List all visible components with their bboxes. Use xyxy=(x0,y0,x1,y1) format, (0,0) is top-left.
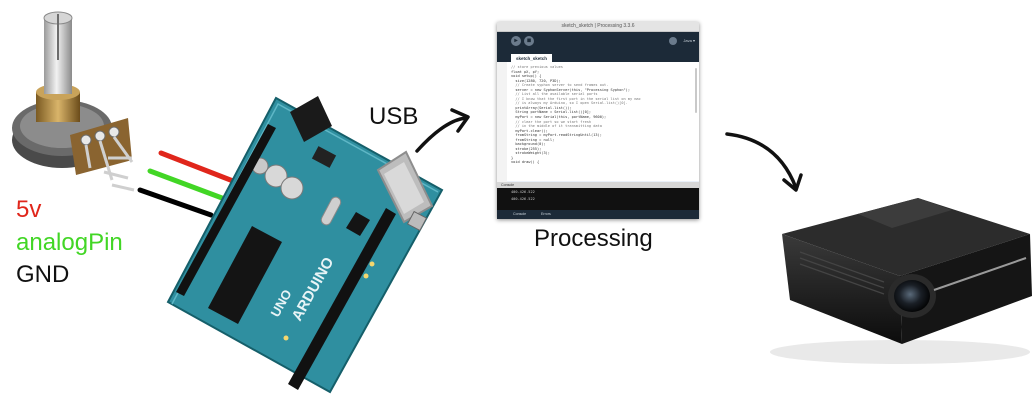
reset-button xyxy=(406,210,428,232)
arduino-board-image: ARDUINO UNO xyxy=(166,96,444,394)
code-line: void draw() { xyxy=(511,160,540,165)
board-led xyxy=(283,335,289,341)
debug-icon xyxy=(669,37,677,45)
code-line: // Create syphon server to send frames o… xyxy=(511,83,609,88)
stop-button: ■ xyxy=(524,36,534,46)
projector-top-panel xyxy=(858,198,952,228)
arrow-usb-head xyxy=(450,108,470,133)
projector-front xyxy=(782,234,902,344)
wire-black xyxy=(137,187,214,218)
code-line: String portName = Serial.list()[0]; xyxy=(511,110,592,115)
code-line: // I know that the first port in the ser… xyxy=(511,96,641,101)
arrow-projector-shaft xyxy=(725,132,798,190)
projector-shadow xyxy=(770,340,1030,364)
projector-lens xyxy=(894,280,930,312)
mode-selector: Java ▾ xyxy=(683,38,695,43)
arrow-projector-head xyxy=(782,173,803,192)
ide-window-title: sketch_sketch | Processing 3.3.6 xyxy=(561,23,635,29)
console-header: Console xyxy=(497,182,699,188)
usb-chip xyxy=(346,212,370,236)
projector-side xyxy=(900,234,1032,344)
ide-tab-bar: sketch_sketch xyxy=(497,52,699,63)
code-line: strokeWeight(3); xyxy=(511,151,550,156)
header-digital xyxy=(288,208,396,390)
ide-toolbar: ▶ ■ Java ▾ xyxy=(497,32,699,52)
crystal xyxy=(320,196,342,226)
run-button: ▶ xyxy=(511,36,521,46)
code-line: float pX, pY; xyxy=(511,69,540,74)
arrow-processing-to-projector xyxy=(725,132,803,192)
projector-trim xyxy=(933,257,1027,291)
board-led xyxy=(363,273,369,279)
wires xyxy=(137,150,236,218)
console-line: 400.426.522 xyxy=(511,190,535,194)
arrow-usb-shaft xyxy=(415,116,468,153)
ide-titlebar: sketch_sketch | Processing 3.3.6 xyxy=(497,22,699,37)
console-output: 400.426.522 400.426.522 xyxy=(497,188,699,210)
code-line: } xyxy=(511,155,514,160)
ide-bottom-bar: Console Errors xyxy=(497,210,699,219)
code-line: // clear the port so we start fresh xyxy=(511,119,592,124)
code-line: // in the middle of it transmitting data xyxy=(511,124,602,129)
atmega-chip xyxy=(208,226,282,324)
pot-pins xyxy=(80,126,135,192)
potentiometer-image xyxy=(12,11,135,192)
five-volt-label: 5v xyxy=(16,196,42,223)
editor-scrollbar xyxy=(695,68,697,113)
processing-label: Processing xyxy=(534,225,653,252)
tab-sketch: sketch_sketch xyxy=(511,54,553,63)
capacitor xyxy=(280,176,304,200)
code-line: fromString = myPort.readStringUntil(13); xyxy=(511,133,602,138)
code-line: void setup() { xyxy=(511,74,542,79)
code-line: // store previous values xyxy=(511,65,563,69)
ide-gutter xyxy=(497,62,507,202)
code-line: size(1280, 720, P3D); xyxy=(511,78,561,83)
code-line: // List all the available serial ports xyxy=(511,92,598,97)
gnd-label: GND xyxy=(16,261,70,288)
projector-top xyxy=(782,198,1030,276)
processing-ide-window: sketch_sketch | Processing 3.3.6 ▶ ■ Jav… xyxy=(497,22,699,219)
wire-green xyxy=(147,168,225,201)
console-tab: Console xyxy=(513,212,527,216)
wire-red xyxy=(158,150,236,184)
code-line: myPort = new Serial(this, portName, 9600… xyxy=(511,115,607,120)
code-line: // is always my Arduino, so I open Seria… xyxy=(511,101,628,106)
code-line: stroke(255); xyxy=(511,146,542,151)
usb-port-face xyxy=(384,162,424,214)
arrow-board-to-processing xyxy=(415,108,470,153)
code-line: background(0); xyxy=(511,142,546,147)
console-line: 400.426.522 xyxy=(511,197,535,201)
capacitor xyxy=(264,164,288,188)
power-jack xyxy=(290,96,332,142)
errors-tab: Errors xyxy=(541,212,551,216)
voltage-regulator xyxy=(311,146,337,168)
board-led xyxy=(369,261,375,267)
code-line: myPort.clear(); xyxy=(511,128,548,133)
code-line: fromString = null; xyxy=(511,137,555,142)
code-line: server = new SyphonServer(this, "Process… xyxy=(511,87,630,92)
analog-pin-label: analogPin xyxy=(16,229,123,256)
header-power-analog xyxy=(176,124,276,296)
usb-label: USB xyxy=(369,103,419,130)
projector-vent xyxy=(799,251,885,295)
code-line: printArray(Serial.list()); xyxy=(511,105,572,110)
projector-image xyxy=(770,198,1032,364)
